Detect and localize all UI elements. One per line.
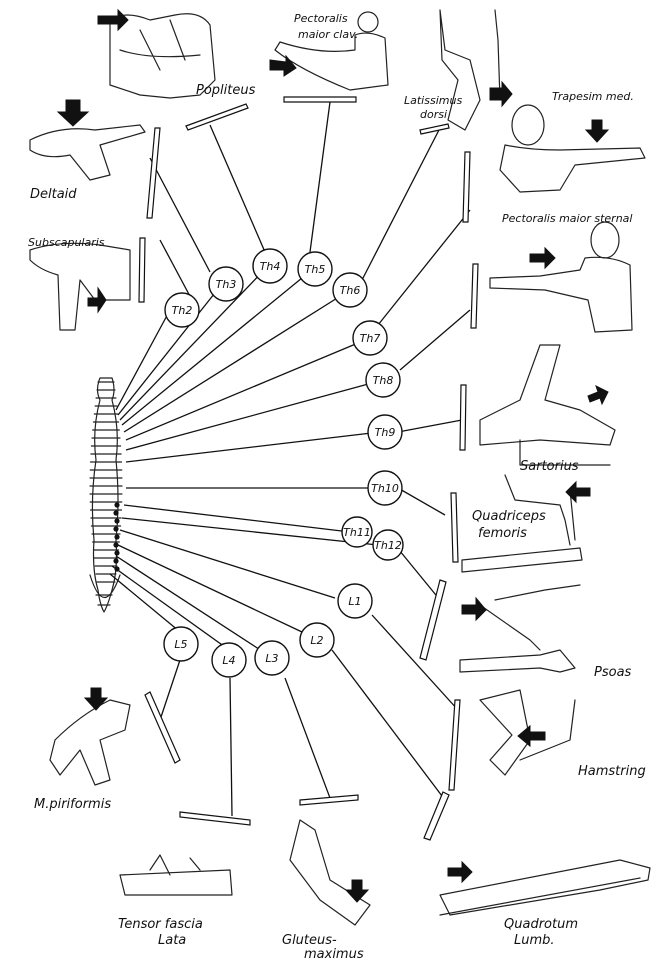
label-quadratum-1: Quadrotum xyxy=(504,917,578,932)
illustration-pectoralis-sternal xyxy=(489,221,633,333)
foramen-dot xyxy=(114,534,120,540)
illustration-sartorius xyxy=(479,344,616,466)
segment-l5: L5 xyxy=(163,626,199,662)
segment-l2: L2 xyxy=(299,622,335,658)
segment-th5: Th5 xyxy=(297,251,333,287)
label-pectoralis-clav-1: Pectoralis xyxy=(294,12,348,25)
svg-text:L5: L5 xyxy=(174,638,187,651)
label-quadriceps-2: femoris xyxy=(478,526,527,541)
black-block-arrow-icon xyxy=(344,879,370,903)
svg-text:Th8: Th8 xyxy=(373,374,394,387)
black-block-arrow-icon xyxy=(97,8,129,32)
label-gluteus-2: maximus xyxy=(304,947,364,962)
label-pectoralis-clav-2: maior clav. xyxy=(298,28,358,41)
nerve-lines xyxy=(109,101,471,817)
black-block-arrow-icon xyxy=(489,80,513,108)
black-block-arrow-icon xyxy=(447,860,473,884)
foramen-dot xyxy=(114,502,120,508)
label-trapezius: Trapesim med. xyxy=(552,90,634,103)
label-latissimus-2: dorsi xyxy=(420,108,447,121)
label-latissimus-1: Latissimus xyxy=(404,94,462,107)
label-popliteus: Popliteus xyxy=(196,83,256,98)
segment-th10: Th10 xyxy=(367,470,403,506)
svg-text:Th10: Th10 xyxy=(371,482,399,495)
label-deltoid: Deltaid xyxy=(30,187,77,202)
svg-text:Th6: Th6 xyxy=(340,284,361,297)
black-block-arrow-icon xyxy=(461,596,487,622)
segment-th7: Th7 xyxy=(352,320,388,356)
svg-text:Th4: Th4 xyxy=(260,260,281,273)
illustration-tensor-fascia xyxy=(119,854,233,896)
illustration-pectoralis-clav xyxy=(269,11,389,91)
black-block-arrow-icon xyxy=(587,385,609,406)
black-block-arrow-icon xyxy=(529,246,556,270)
illustration-trapezius xyxy=(499,104,646,193)
illustration-quadratum xyxy=(439,859,651,916)
illustration-deltoid xyxy=(29,99,146,181)
segment-l3: L3 xyxy=(254,640,290,676)
svg-text:Th7: Th7 xyxy=(360,332,381,345)
foramen-dot xyxy=(113,526,119,532)
foramen-dot xyxy=(114,550,120,556)
label-gluteus-1: Gluteus- xyxy=(282,933,337,948)
muscle-labels: Popliteus Pectoralis maior clav. Latissi… xyxy=(28,12,646,962)
foramen-dot xyxy=(114,518,120,524)
label-tensor-1: Tensor fascia xyxy=(118,917,203,932)
illustration-hamstring xyxy=(479,689,576,776)
black-block-arrow-icon xyxy=(584,119,610,143)
label-psoas: Psoas xyxy=(594,665,632,680)
illustration-latissimus xyxy=(439,9,513,131)
segment-th12: Th12 xyxy=(372,529,404,561)
svg-text:L1: L1 xyxy=(348,595,361,608)
foramen-dot xyxy=(113,510,119,516)
label-sartorius: Sartorius xyxy=(520,459,579,474)
illustration-piriformis xyxy=(49,687,131,786)
black-block-arrow-icon xyxy=(87,286,107,314)
svg-text:L3: L3 xyxy=(265,652,278,665)
black-block-arrow-icon xyxy=(565,480,591,504)
label-pectoralis-sternal: Pectoralis maior sternal xyxy=(502,212,632,225)
label-piriformis: M.piriformis xyxy=(34,797,111,812)
segment-th6: Th6 xyxy=(332,272,368,308)
illustration-quadriceps xyxy=(461,474,591,573)
foramen-dot xyxy=(113,558,119,564)
svg-text:L4: L4 xyxy=(222,654,235,667)
svg-text:Th2: Th2 xyxy=(172,304,193,317)
segment-circles: Th2 Th3 Th4 Th5 Th6 Th7 Th8 Th9 xyxy=(163,248,404,678)
svg-text:Th9: Th9 xyxy=(375,426,396,439)
illustration-subscapularis xyxy=(29,242,131,331)
foramen-dot xyxy=(113,542,119,548)
black-block-arrow-icon xyxy=(83,687,109,711)
segment-th11: Th11 xyxy=(341,516,373,548)
label-quadriceps-1: Quadriceps xyxy=(472,509,546,524)
segment-th8: Th8 xyxy=(365,362,401,398)
label-hamstring: Hamstring xyxy=(578,764,646,779)
label-quadratum-2: Lumb. xyxy=(514,933,555,948)
segment-th4: Th4 xyxy=(252,248,288,284)
illustration-popliteus xyxy=(97,8,216,99)
svg-text:Th12: Th12 xyxy=(374,539,402,552)
segment-th9: Th9 xyxy=(367,414,403,450)
black-block-arrow-icon xyxy=(56,99,90,127)
spine-icon xyxy=(89,377,123,613)
svg-text:L2: L2 xyxy=(310,634,323,647)
black-block-arrow-icon xyxy=(517,724,546,748)
label-tensor-2: Lata xyxy=(158,933,186,948)
black-block-arrow-icon xyxy=(269,54,297,77)
svg-text:Th11: Th11 xyxy=(343,526,371,539)
segment-th2: Th2 xyxy=(164,292,200,328)
segment-l1: L1 xyxy=(337,583,373,619)
segment-l4: L4 xyxy=(211,642,247,678)
svg-text:Th5: Th5 xyxy=(305,263,326,276)
muscle-bars xyxy=(138,96,479,841)
label-subscapularis: Subscapularis xyxy=(28,236,105,249)
illustration-gluteus xyxy=(289,819,371,926)
svg-text:Th3: Th3 xyxy=(216,278,237,291)
illustration-psoas xyxy=(459,584,581,673)
segment-th3: Th3 xyxy=(208,266,244,302)
